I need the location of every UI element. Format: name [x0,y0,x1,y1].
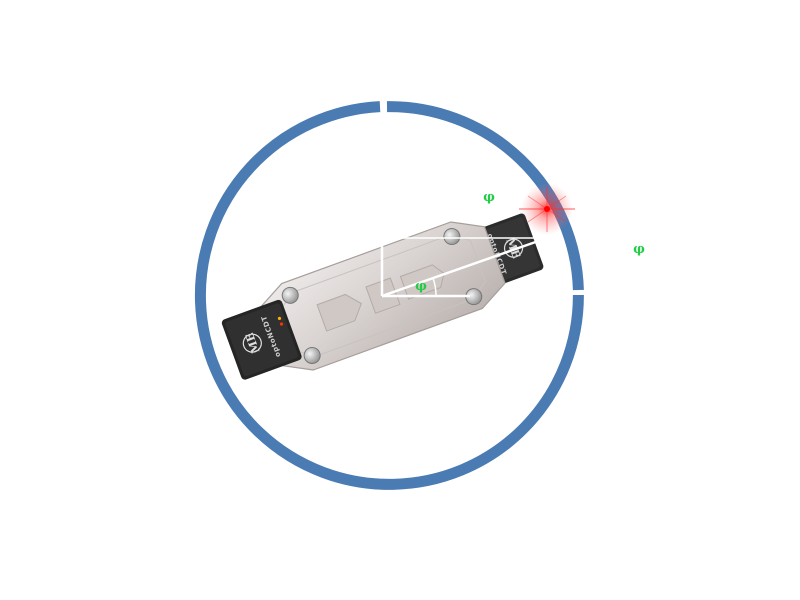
rotation-ring [194,101,584,490]
sensor-left: ME optoNCDT [221,299,302,380]
angle-label-center: φ [415,279,427,294]
ring-arc-major [194,101,584,490]
angle-label-right: φ [633,242,645,257]
ring-arc-minor [386,101,584,291]
angle-guides [380,236,548,298]
angle-label-top: φ [483,190,495,205]
angle-arc [432,277,437,297]
screw [281,286,299,304]
laser-spot-icon [519,183,575,235]
screw [465,288,483,306]
status-led [279,322,284,326]
status-led [277,316,282,321]
screw [303,346,321,364]
screw [443,228,461,246]
